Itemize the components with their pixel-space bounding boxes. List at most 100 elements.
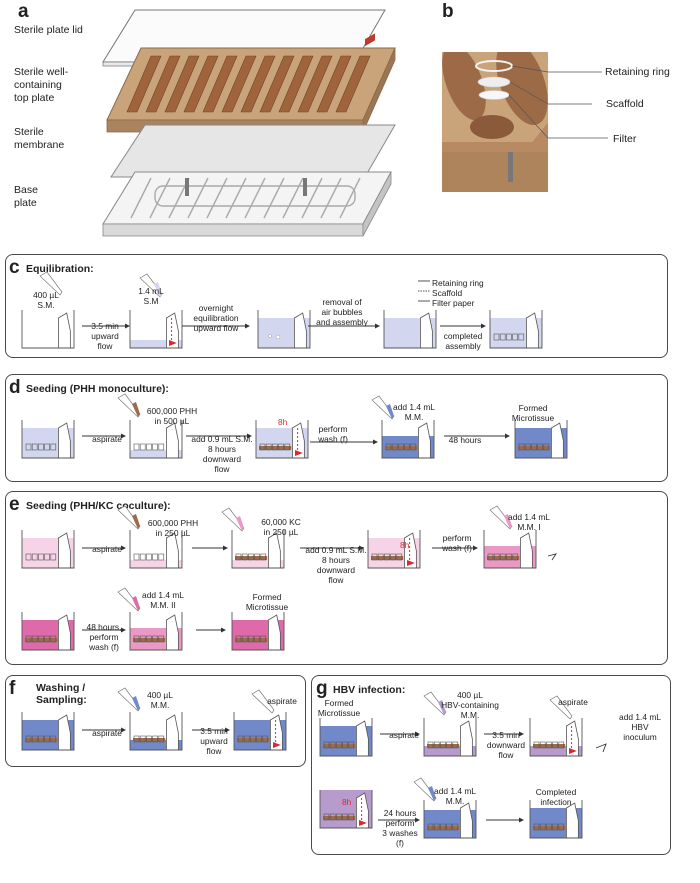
- scaffold-cell: [323, 813, 330, 821]
- scaffold-cell: [133, 735, 140, 743]
- pipette-tip: [39, 271, 63, 296]
- well-outline: [129, 612, 183, 651]
- well: [529, 800, 583, 839]
- well-insert: [58, 312, 71, 349]
- panel-f-letter: f: [9, 678, 16, 699]
- scaffold-cell: [342, 741, 348, 749]
- d-arrow3-head: [373, 439, 378, 445]
- scaffold-cell: [558, 823, 565, 831]
- scaffold-cell: [241, 635, 248, 643]
- scaffold-cell: [440, 823, 446, 831]
- scaffold-cell: [512, 333, 518, 341]
- well-outline: [483, 530, 537, 569]
- base-channel: [225, 177, 247, 219]
- pipette-tip: [549, 695, 573, 720]
- pipette-liquid: [236, 516, 244, 531]
- scaffold-cell: [499, 333, 506, 341]
- f-text-aspirate: aspirate: [267, 696, 297, 706]
- label-filter: Filter: [613, 133, 637, 145]
- panel-f-frame: [5, 675, 306, 767]
- e-arrow4-head: [121, 627, 126, 633]
- scaffold-cell: [348, 741, 355, 749]
- well: [381, 420, 435, 459]
- c-text-400ul: 400 µL S.M.: [33, 290, 59, 310]
- well-insert: [165, 532, 179, 569]
- c-legend-scaffold: Scaffold: [432, 288, 463, 298]
- well-outline: [21, 530, 75, 569]
- e-timer-label: 8h: [400, 540, 410, 550]
- pipette-liquid: [132, 402, 140, 417]
- scaffold-cell: [25, 735, 32, 743]
- medium-fill: [130, 450, 182, 458]
- label-scaffold: Scaffold: [606, 98, 644, 110]
- scaffold-cell: [38, 635, 44, 643]
- scaffold-cell: [25, 443, 32, 451]
- panel-g-frame: [311, 675, 671, 855]
- panel-e-frame: [5, 491, 668, 665]
- panel-d-letter: d: [9, 377, 21, 398]
- microtissue: [533, 826, 566, 830]
- pipette-liquid: [504, 514, 512, 529]
- scaffold-cell: [50, 553, 57, 561]
- c-arrow3-head: [375, 323, 380, 329]
- scaffold-cell: [31, 735, 38, 743]
- scaffold-cell: [31, 553, 38, 561]
- base-channel: [149, 177, 171, 219]
- g-arrow1-label: aspirate: [389, 730, 419, 740]
- e-continue-arrow: [547, 553, 558, 561]
- scaffold-cell: [146, 443, 152, 451]
- scaffold-cell: [493, 553, 500, 561]
- scaffold-cell: [254, 553, 260, 561]
- plate-well: [202, 55, 238, 113]
- scaffold-cell: [38, 443, 44, 451]
- plate-well: [221, 55, 257, 113]
- panel-c-frame: [5, 254, 668, 358]
- scaffold-cell: [348, 813, 355, 821]
- well: [255, 420, 309, 459]
- scaffold-cell: [235, 635, 242, 643]
- c-arrow1-head: [125, 323, 130, 329]
- well-outline: [514, 420, 568, 459]
- well: [21, 712, 75, 751]
- d-arrow2-label: add 0.9 mL S.M. 8 hours downward flow: [191, 434, 253, 474]
- e-arrow-mid-head: [223, 545, 228, 551]
- well-insert: [566, 720, 579, 757]
- flow-arrow: [295, 450, 303, 456]
- scaffold-cell: [487, 553, 494, 561]
- scaffold-cell: [539, 823, 546, 831]
- c-legend-ring: Retaining ring: [432, 278, 484, 288]
- scaffold-cell: [329, 741, 336, 749]
- well-outline: [381, 420, 435, 459]
- microtissue: [533, 744, 566, 748]
- well-outline: [319, 790, 373, 829]
- scaffold-cell: [558, 741, 565, 749]
- well-outline: [21, 420, 75, 459]
- scaffold-cell: [533, 823, 540, 831]
- well-insert: [459, 720, 473, 757]
- scaffold-cell: [243, 735, 250, 743]
- scaffold-cell: [518, 443, 525, 451]
- panel-g-letter: g: [316, 678, 328, 699]
- scaffold-cell: [158, 443, 165, 451]
- pipette-tip: [251, 689, 275, 714]
- well-insert: [165, 714, 179, 751]
- scaffold-cell: [248, 635, 254, 643]
- well-outline: [233, 712, 287, 751]
- e-text-kc: 60,000 KC in 250 µL: [261, 517, 301, 537]
- base-loop: [154, 185, 356, 207]
- e-arrow1-head: [121, 545, 126, 551]
- c-arrow3-label: removal of air bubbles and assembly: [316, 297, 368, 327]
- label-retaining-ring: Retaining ring: [605, 66, 670, 78]
- microtissue: [518, 446, 551, 450]
- scaffold-cell: [262, 735, 269, 743]
- plate-well: [240, 55, 276, 113]
- scaffold-cell: [533, 741, 540, 749]
- scaffold-cell: [552, 741, 558, 749]
- scaffold-cell: [531, 443, 537, 451]
- e-arrow5-head: [221, 627, 226, 633]
- well-outline: [231, 612, 285, 651]
- well-outline: [529, 800, 583, 839]
- well: [231, 612, 285, 651]
- g-text-mm: add 1.4 mL M.M.: [434, 786, 476, 806]
- base-channel: [339, 177, 361, 219]
